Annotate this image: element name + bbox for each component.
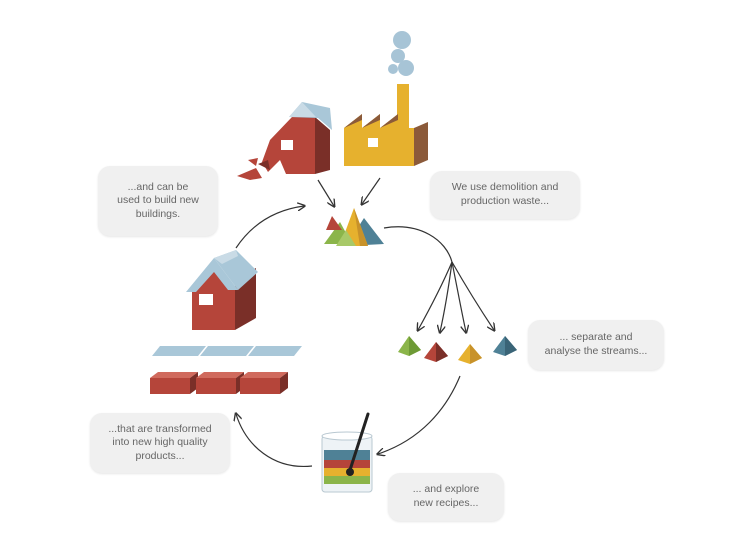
bubble-new-recipes: ... and explore new recipes... <box>388 473 504 521</box>
new-bricks-icon <box>150 372 288 394</box>
smoke-puff <box>393 31 411 49</box>
arrow-production-to-waste <box>362 177 381 204</box>
mixed-waste-pile-icon <box>324 208 384 246</box>
smoke-puff <box>388 64 398 74</box>
blue-stream-pyramid <box>493 336 517 356</box>
beaker-icon <box>321 412 373 493</box>
arrow-recipes-to-products <box>236 414 313 468</box>
stirring-rod <box>348 412 370 472</box>
smoke-puff <box>391 49 405 63</box>
brick <box>240 372 288 394</box>
separated-streams-icon <box>398 336 517 364</box>
bubble-separate-streams: ... separate and analyse the streams... <box>528 320 664 370</box>
new-house-icon <box>186 250 258 330</box>
factory-icon <box>344 31 428 166</box>
red-stream-pyramid <box>424 342 448 362</box>
yellow-stream-pyramid <box>458 344 482 364</box>
arrow-demolition-to-waste <box>317 179 334 206</box>
brick <box>196 372 244 394</box>
green-stream-pyramid <box>398 336 421 356</box>
bubble-build-new-buildings: ...and can be used to build new building… <box>98 166 218 236</box>
bubble-transformed-products: ...that are transformed into new high qu… <box>90 413 230 473</box>
separation-fan <box>418 261 494 332</box>
brick <box>150 372 198 394</box>
smoke-puff <box>398 60 414 76</box>
arrow-products-to-buildings <box>235 206 304 249</box>
arrow-streams-to-recipes <box>378 375 461 454</box>
new-tiles-icon <box>152 346 302 356</box>
bubble-demolition-waste: We use demolition and production waste..… <box>430 171 580 219</box>
arrow-waste-to-separation <box>383 226 453 263</box>
demolished-house-icon <box>237 102 332 180</box>
